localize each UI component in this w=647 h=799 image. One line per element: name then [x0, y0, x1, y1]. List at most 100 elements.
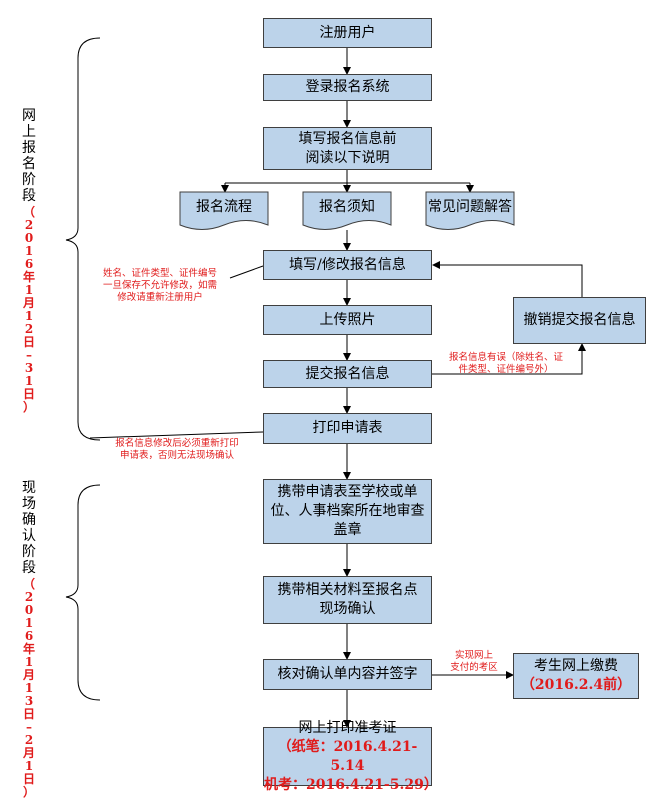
online-phase-char: 网 [22, 108, 36, 124]
onsite-date-char: 日 [22, 772, 35, 786]
print-form-box: 打印申请表 [263, 413, 432, 444]
note-name-id-line2: 一旦保存不允许修改，如需 [102, 280, 217, 291]
online-pay-date: （2016.2.4前） [520, 677, 632, 693]
onsite-date-char: 1 [24, 655, 34, 669]
note-reprint-leader [89, 431, 264, 439]
note-reprint-line2: 申请表，否则无法现场确认 [119, 450, 234, 461]
register-user-label: 注册用户 [319, 24, 376, 41]
read-notes-line2: 阅读以下说明 [305, 149, 390, 166]
onsite-phase-char: 段 [22, 560, 36, 576]
read-notes-line1: 填写报名信息前 [298, 130, 397, 147]
onsite-phase-char: 阶 [22, 544, 36, 560]
read-notes-box: 填写报名信息前 阅读以下说明 [263, 127, 432, 170]
note-error-line2: 件类型、证件编号外） [458, 364, 554, 375]
online-phase-char: 段 [22, 188, 36, 204]
note-online-pay-region: 实现网上 支付的考区 [436, 650, 512, 674]
onsite-date-char: 3 [24, 694, 34, 708]
online-date-char: ） [22, 400, 35, 414]
onsite-date-char: 1 [24, 681, 34, 695]
online-phase-label: 网 上 报 名 阶 段 [20, 108, 38, 204]
online-date-char: 1 [24, 374, 34, 388]
onsite-date-char: 2 [24, 733, 34, 747]
print-form-label: 打印申请表 [312, 420, 383, 436]
onsite-date-char: 月 [22, 668, 35, 682]
online-date-char: 日 [22, 335, 35, 349]
onsite-date-char: 6 [24, 629, 34, 643]
note-name-id-leader [229, 265, 264, 279]
carry-materials-box: 携带相关材料至报名点 现场确认 [263, 576, 432, 624]
online-phase-char: 名 [22, 156, 36, 172]
login-system-box: 登录报名系统 [263, 74, 432, 101]
online-phase-char: 阶 [22, 172, 36, 188]
onsite-phase-char: 场 [22, 496, 36, 512]
upload-photo-box: 上传照片 [263, 305, 432, 335]
print-ticket-computer: 机考：2016.4.21-5.29） [264, 776, 438, 793]
onsite-date-char: – [26, 720, 32, 734]
doc-notice-label: 报名须知 [319, 199, 375, 215]
doc-shape-faq [425, 191, 515, 230]
doc-notice: 报名须知 [303, 196, 391, 216]
online-date-char: – [26, 348, 32, 362]
verify-sign-label: 核对确认单内容并签字 [277, 666, 418, 682]
note-name-id: 姓名、证件类型、证件编号 一旦保存不允许修改，如需 修改请重新注册用户 [86, 268, 234, 304]
onsite-phase-char: 认 [22, 528, 36, 544]
doc-shape-process [179, 191, 269, 230]
revoke-submit-box: 撤销提交报名信息 [513, 297, 646, 344]
onsite-date-char: 年 [22, 642, 35, 656]
fill-info-box: 填写/修改报名信息 [263, 250, 432, 280]
revoke-submit-label: 撤销提交报名信息 [523, 312, 636, 328]
carry-form-line2: 位、人事档案所在地审查 [270, 503, 425, 519]
doc-process-label: 报名流程 [196, 199, 252, 215]
onsite-date-char: （ [22, 577, 35, 591]
fill-info-label: 填写/修改报名信息 [289, 256, 406, 273]
register-user-box: 注册用户 [263, 18, 432, 48]
print-ticket-label: 网上打印准考证 [298, 719, 397, 736]
onsite-phase-brace [65, 484, 101, 701]
online-date-char: 年 [22, 270, 35, 284]
doc-faq-label: 常见问题解答 [428, 199, 512, 215]
submit-info-label: 提交报名信息 [305, 365, 390, 382]
online-date-char: 1 [24, 244, 34, 258]
onsite-phase-char: 现 [22, 480, 36, 496]
online-phase-brace [65, 37, 101, 441]
online-phase-date: （ 2 0 1 6 年 1 月 1 2 日 – 3 1 日 ） [20, 206, 38, 414]
onsite-date-char: 1 [24, 616, 34, 630]
onsite-phase-date: （ 2 0 1 6 年 1 月 1 3 日 – 2 月 1 日 ） [20, 578, 38, 799]
doc-process: 报名流程 [180, 196, 268, 216]
carry-materials-line1: 携带相关材料至报名点 [277, 582, 418, 598]
online-date-char: 1 [24, 283, 34, 297]
onsite-date-char: 1 [24, 759, 34, 773]
online-phase-char: 上 [22, 124, 36, 140]
arrow-revoke-fill [432, 261, 583, 297]
note-online-pay-region-line1: 实现网上 [454, 650, 493, 661]
note-error: 报名信息有误（除姓名、证 件类型、证件编号外） [433, 352, 579, 376]
note-online-pay-region-line2: 支付的考区 [450, 662, 498, 673]
note-reprint-line1: 报名信息修改后必须重新打印 [115, 438, 239, 449]
onsite-date-char: 日 [22, 707, 35, 721]
arrow-submit-revoke [431, 343, 586, 375]
carry-form-box: 携带申请表至学校或单 位、人事档案所在地审查 盖章 [263, 479, 432, 544]
print-ticket-box: 网上打印准考证 （纸笔：2016.4.21-5.14 机考：2016.4.21-… [263, 720, 438, 793]
online-phase-char: 报 [22, 140, 36, 156]
onsite-date-char: 月 [22, 746, 35, 760]
online-date-char: 月 [22, 296, 35, 310]
online-date-char: （ [22, 205, 35, 219]
doc-faq: 常见问题解答 [426, 196, 514, 216]
onsite-phase-label: 现 场 确 认 阶 段 [20, 480, 38, 576]
online-pay-label: 考生网上缴费 [534, 658, 618, 674]
login-system-label: 登录报名系统 [305, 79, 390, 95]
online-date-char: 2 [24, 218, 34, 232]
verify-sign-box: 核对确认单内容并签字 [263, 659, 432, 690]
print-ticket-paper: （纸笔：2016.4.21-5.14 [277, 738, 418, 774]
note-error-line1: 报名信息有误（除姓名、证 [448, 352, 563, 363]
online-date-char: 日 [22, 387, 35, 401]
upload-photo-label: 上传照片 [319, 311, 376, 328]
note-name-id-line3: 修改请重新注册用户 [117, 292, 203, 303]
online-date-char: 0 [24, 231, 34, 245]
note-reprint: 报名信息修改后必须重新打印 申请表，否则无法现场确认 [92, 438, 262, 462]
online-pay-box: 考生网上缴费 （2016.2.4前） [513, 653, 639, 699]
carry-form-line3: 盖章 [333, 522, 362, 538]
carry-materials-line2: 现场确认 [319, 601, 376, 617]
onsite-phase-char: 确 [22, 512, 36, 528]
